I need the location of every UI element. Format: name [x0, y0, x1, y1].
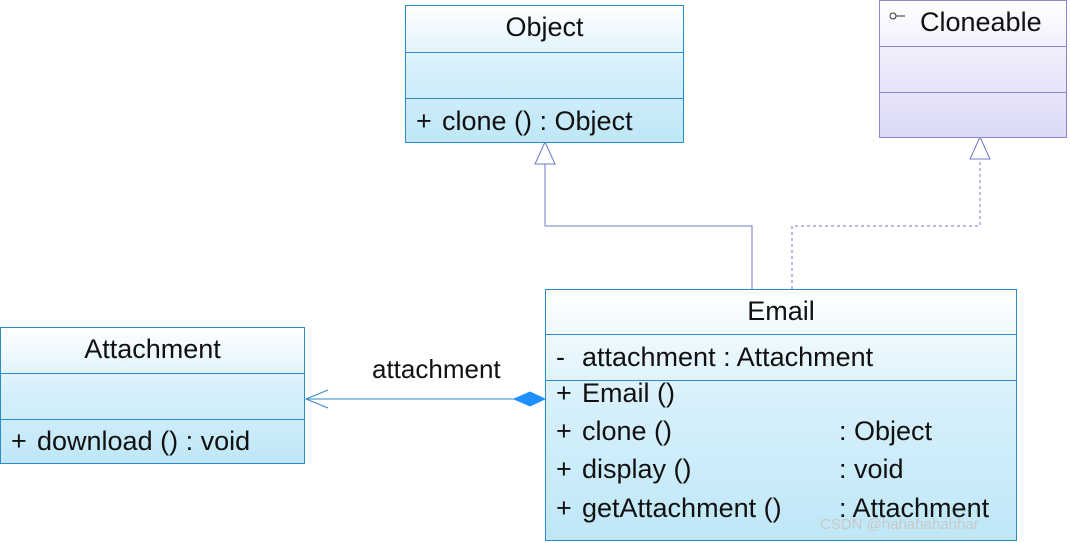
method-return-type: : void [839, 454, 904, 484]
interface-cloneable-name: Cloneable [920, 7, 1042, 37]
class-attachment-methods-compartment: + download () : void [1, 419, 304, 464]
class-object-attributes-compartment [406, 52, 683, 98]
realization-line [791, 159, 981, 289]
association-arrowhead [304, 389, 329, 409]
class-attachment[interactable]: Attachment + download () : void [0, 327, 305, 464]
visibility-marker: + [556, 454, 572, 484]
method-row: + clone () : Object [556, 414, 1016, 448]
realization-arrowhead [969, 135, 991, 160]
method-signature: clone () : Object [442, 106, 633, 136]
class-object-methods-compartment: + clone () : Object [406, 98, 683, 143]
generalization-line [544, 164, 753, 289]
association-role-label: attachment [372, 354, 501, 384]
class-object-name: Object [505, 12, 584, 42]
visibility-marker: + [556, 416, 572, 446]
interface-cloneable-methods-compartment [880, 92, 1066, 138]
method-row: + clone () : Object [416, 104, 633, 138]
class-email[interactable]: Email -attachment : Attachment + Email ()… [545, 289, 1017, 541]
visibility-marker: + [11, 426, 27, 456]
class-email-attributes-compartment: -attachment : Attachment [546, 334, 1016, 380]
method-row: + display () : void [556, 452, 1016, 486]
composition-diamond [512, 391, 547, 407]
interface-cloneable-name-compartment: Cloneable [880, 1, 1066, 46]
watermark: CSDN @hahahahahhar [820, 516, 979, 533]
visibility-marker: + [556, 493, 572, 523]
method-name: clone () [582, 416, 673, 446]
class-email-methods-compartment: + Email () + clone () : Object + display ():… [546, 378, 1016, 540]
method-row: + Email () [556, 376, 1016, 410]
class-attachment-name: Attachment [84, 334, 221, 364]
visibility-marker: - [556, 342, 565, 372]
lollipop-interface-icon [889, 12, 905, 20]
class-object-name-compartment: Object [406, 6, 683, 52]
visibility-marker: + [416, 106, 432, 136]
attribute-row: -attachment : Attachment [556, 340, 873, 374]
class-email-name-compartment: Email [546, 290, 1016, 334]
interface-cloneable-attributes-compartment [880, 46, 1066, 92]
method-row: + getAttachment () : Attachment [556, 491, 1016, 525]
interface-cloneable[interactable]: Cloneable [879, 0, 1067, 138]
visibility-marker: + [556, 378, 572, 408]
method-row: + download () : void [11, 424, 250, 458]
method-signature: download () : void [37, 426, 251, 456]
class-attachment-attributes-compartment [1, 373, 304, 419]
method-name: Email () [582, 378, 675, 408]
method-name: getAttachment () [582, 493, 782, 523]
class-email-name: Email [747, 296, 815, 326]
method-return-type: : Object [839, 416, 933, 446]
method-return-type: : Attachment [839, 493, 990, 523]
class-attachment-name-compartment: Attachment [1, 328, 304, 373]
attribute-signature: attachment : Attachment [582, 342, 874, 372]
method-name: display () [582, 454, 692, 484]
generalization-arrowhead [534, 140, 556, 165]
class-object[interactable]: Object + clone () : Object [405, 5, 684, 143]
